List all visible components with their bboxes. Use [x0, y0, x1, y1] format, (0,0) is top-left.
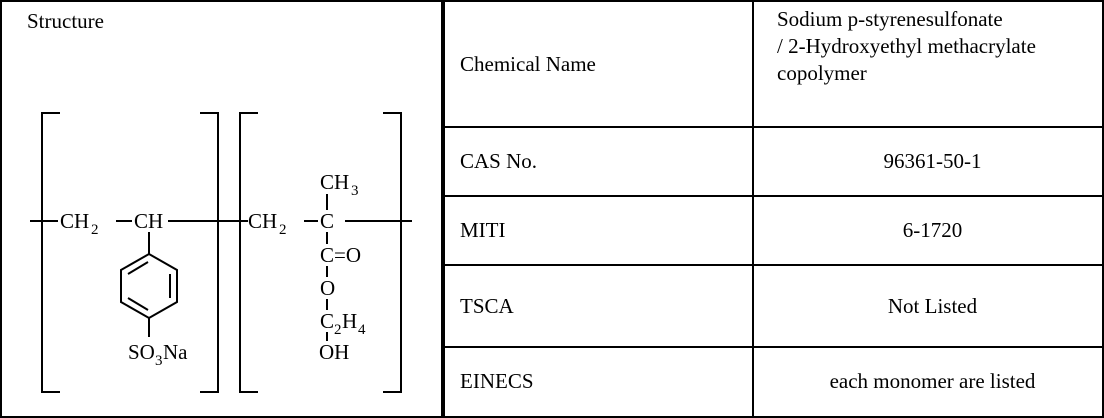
chem-ch-a: CH [134, 209, 163, 233]
row-label-miti: MITI [460, 218, 506, 242]
chem-o: O [320, 276, 335, 300]
table-row-divider-2 [443, 195, 1104, 197]
row-value-tsca: Not Listed [887, 294, 978, 318]
ring-double-bond-3 [127, 297, 149, 311]
row-label-einecs: EINECS [460, 369, 534, 393]
table-border-bottom [0, 416, 1104, 418]
chem-ch3-sub: 3 [351, 183, 359, 199]
chem-so3na-so: SO [128, 340, 155, 364]
chem-ch3: CH [320, 170, 349, 194]
row-value-cas-no: 96361-50-1 [883, 149, 982, 173]
chemical-name-line-1: Sodium p-styrenesulfonate [777, 7, 1003, 31]
chemical-name-line-3: copolymer [777, 61, 867, 85]
bracket-left-1 [41, 112, 60, 393]
chem-ch2-a: CH [60, 209, 89, 233]
row-value-einecs: each monomer are listed [829, 369, 1036, 393]
table-divider-columns [752, 0, 754, 418]
benzene-ring [120, 252, 178, 320]
row-label-cas-no: CAS No. [460, 149, 538, 173]
row-value-chemical-name: Sodium p-styrenesulfonate / 2-Hydroxyeth… [777, 6, 1097, 87]
bracket-left-2 [239, 112, 258, 393]
chem-c-carbonyl: C [320, 243, 334, 267]
chem-c2h4-c: C [320, 309, 334, 333]
chem-c2h4-h: H [342, 309, 357, 333]
bracket-right-2 [383, 112, 402, 393]
chem-ch2-b: CH [248, 209, 277, 233]
chem-so3na-sub: 3 [155, 353, 163, 369]
chem-c2h4-sub2: 2 [334, 322, 342, 338]
table-border-top [0, 0, 1104, 2]
chem-c-quaternary: C [320, 209, 334, 233]
chem-oh: OH [319, 340, 349, 364]
chem-ch2-b-sub: 2 [279, 222, 287, 238]
structure-cell: Structure CH 2 CH [0, 0, 443, 418]
chem-c2h4-sub4: 4 [358, 322, 366, 338]
row-label-chemical-name: Chemical Name [460, 52, 596, 76]
table-row-divider-1 [443, 126, 1104, 128]
chem-eq-o: =O [334, 243, 361, 267]
chemical-name-line-2: / 2-Hydroxyethyl methacrylate [777, 34, 1036, 58]
table-border-left [0, 0, 2, 418]
ring-double-bond-1 [127, 261, 149, 275]
table-divider-structure [441, 0, 445, 418]
chem-ch2-a-sub: 2 [91, 222, 99, 238]
table-border-right [1102, 0, 1104, 418]
table-row-divider-4 [443, 346, 1104, 348]
structure-label: Structure [27, 9, 104, 33]
structural-formula: CH 2 CH SO 3 Na CH 2 C CH 3 C [30, 112, 412, 393]
bracket-right-1 [200, 112, 219, 393]
table-row-divider-3 [443, 264, 1104, 266]
chem-so3na-na: Na [163, 340, 188, 364]
row-value-miti: 6-1720 [902, 218, 963, 242]
row-label-tsca: TSCA [460, 294, 514, 318]
